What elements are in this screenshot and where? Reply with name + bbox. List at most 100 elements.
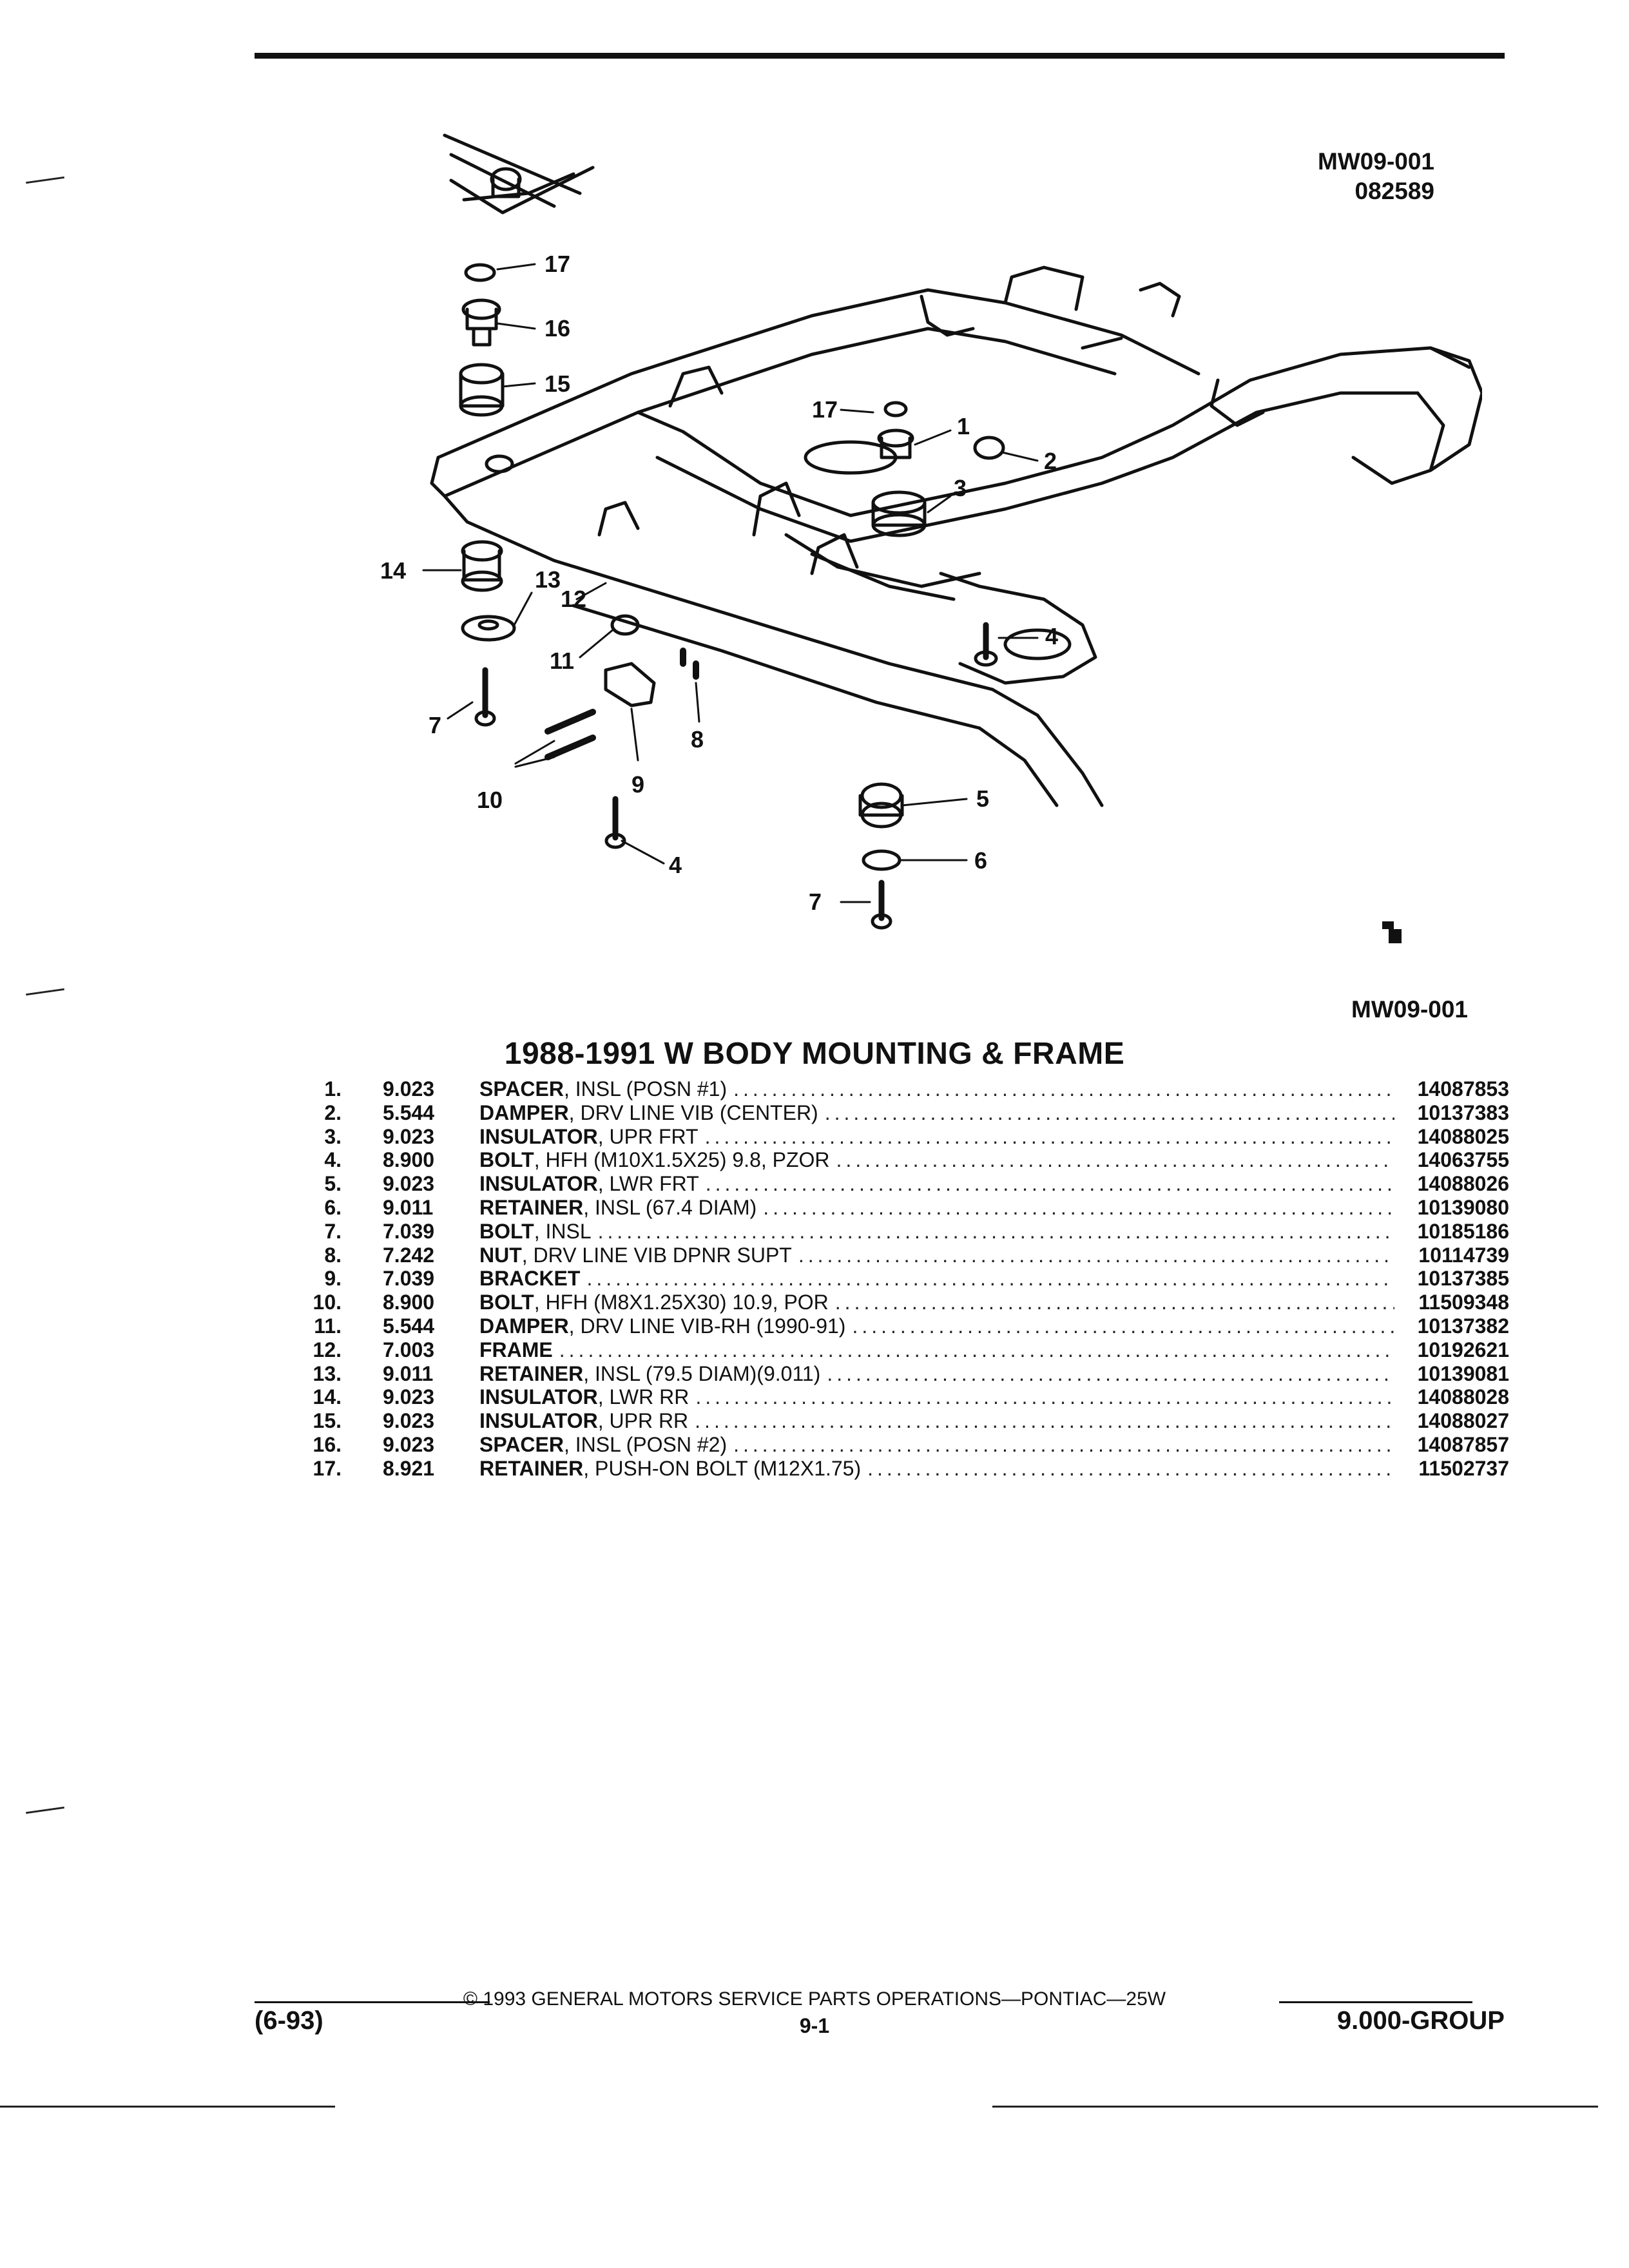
part-name: SPACER	[479, 1077, 564, 1100]
part-name: DAMPER	[479, 1314, 569, 1338]
part-11	[610, 614, 640, 636]
copyright: © 1993 GENERAL MOTORS SERVICE PARTS OPER…	[463, 1988, 1166, 2010]
group-code: 9.011	[383, 1361, 434, 1385]
part-detail: , INSL (POSN #2)	[563, 1432, 728, 1456]
part-description: FRAME...................................…	[479, 1338, 1394, 1362]
part-description: RETAINER, INSL (79.5 DIAM)(9.011).......…	[479, 1362, 1394, 1386]
item-number: 5.	[324, 1172, 342, 1196]
part-number: 14063755	[1417, 1148, 1509, 1172]
item-number: 15.	[313, 1409, 342, 1433]
part-number: 10137383	[1417, 1100, 1509, 1124]
part-number: 11502737	[1418, 1456, 1509, 1480]
part-number: 14088027	[1417, 1409, 1509, 1433]
part-name: INSULATOR	[479, 1409, 598, 1433]
group-code: 8.900	[383, 1291, 435, 1314]
scan-artifact-mark	[26, 176, 64, 184]
group-number: 9.000-GROUP	[1336, 2006, 1505, 2035]
leader-dots: ........................................…	[867, 1456, 1394, 1480]
part-9	[604, 662, 656, 707]
scan-artifact-mark	[26, 988, 64, 996]
part-name: BOLT	[479, 1148, 534, 1172]
part-detail: , DRV LINE VIB (CENTER)	[568, 1100, 818, 1124]
group-code: 5.544	[383, 1100, 435, 1124]
item-number: 17.	[313, 1456, 342, 1480]
leader-dots: ........................................…	[705, 1172, 1394, 1196]
page-title: 1988-1991 W BODY MOUNTING & FRAME	[504, 1037, 1125, 1071]
leader-dots: ........................................…	[586, 1267, 1394, 1291]
part-name: INSULATOR	[479, 1385, 598, 1409]
page-number: 9-1	[799, 2014, 830, 2037]
leader-dots: ........................................…	[798, 1243, 1394, 1267]
group-code: 9.023	[383, 1409, 435, 1433]
item-number: 14.	[313, 1385, 342, 1409]
part-description: INSULATOR, UPR FRT......................…	[479, 1125, 1394, 1149]
part-detail: , DRV LINE VIB-RH (1990-91)	[568, 1314, 846, 1338]
part-2	[973, 436, 1005, 460]
group-code: 7.003	[383, 1338, 435, 1361]
part-number: 14088025	[1417, 1124, 1509, 1148]
part-number: 10137382	[1417, 1314, 1509, 1338]
callout: 17	[545, 251, 570, 277]
part-name: INSULATOR	[479, 1124, 598, 1148]
callout: 12	[561, 586, 586, 612]
callout: 1	[957, 413, 970, 439]
item-number: 6.	[324, 1195, 342, 1219]
item-number: 10.	[313, 1291, 342, 1314]
illustration-code: MW09-001	[1318, 148, 1434, 175]
part-number: 14087853	[1417, 1077, 1509, 1100]
group-code: 9.011	[383, 1195, 434, 1219]
leader-dots: ........................................…	[704, 1124, 1394, 1148]
part-description: BOLT, HFH (M10X1.5X25) 9.8, PZOR........…	[479, 1148, 1394, 1172]
part-description: BRACKET.................................…	[479, 1267, 1394, 1291]
part-detail: , INSL (79.5 DIAM)(9.011)	[583, 1361, 821, 1385]
part-number: 14088028	[1417, 1385, 1509, 1409]
group-code: 8.900	[383, 1148, 435, 1172]
part-description: BOLT, HFH (M8X1.25X30) 10.9, POR........…	[479, 1291, 1394, 1314]
group-code: 7.039	[383, 1267, 435, 1291]
part-name: NUT	[479, 1243, 522, 1267]
leader-dots: ........................................…	[852, 1314, 1394, 1338]
part-6	[862, 849, 901, 871]
date-code: 082589	[1354, 178, 1434, 204]
parts-row: 9. 7.039 BRACKET..........................…	[284, 1267, 1509, 1291]
part-name: SPACER	[479, 1432, 564, 1456]
callout: 4	[669, 852, 682, 878]
exploded-parts-diagram: 17 16 15 17 1 2 3 4 14 13 12 11 7 8 10 9…	[361, 122, 1484, 966]
group-code: 7.039	[383, 1219, 435, 1243]
callout: 13	[535, 566, 561, 593]
part-10	[545, 709, 596, 735]
part-number: 10185186	[1417, 1219, 1509, 1243]
item-number: 9.	[324, 1267, 342, 1291]
part-description: DAMPER, DRV LINE VIB-RH (1990-91).......…	[479, 1314, 1394, 1338]
part-detail: , LWR RR	[597, 1385, 689, 1409]
leader-dots: ........................................…	[597, 1219, 1394, 1243]
part-name: BRACKET	[479, 1267, 581, 1291]
part-description: NUT, DRV LINE VIB DPNR SUPT.............…	[479, 1244, 1394, 1267]
item-number: 4.	[324, 1148, 342, 1172]
part-name: RETAINER	[479, 1361, 584, 1385]
part-detail: , UPR FRT	[597, 1124, 699, 1148]
part-detail: , LWR FRT	[597, 1172, 699, 1196]
item-number: 3.	[324, 1124, 342, 1148]
scan-artifact-line	[0, 2106, 335, 2108]
callout: 16	[545, 315, 570, 341]
group-code: 8.921	[383, 1456, 435, 1480]
part-number: 14088026	[1417, 1172, 1509, 1196]
part-name: FRAME	[479, 1338, 553, 1361]
part-3	[871, 501, 927, 527]
part-name: BOLT	[479, 1291, 534, 1314]
scan-artifact-mark	[26, 1806, 64, 1814]
callout: 2	[1044, 448, 1057, 474]
group-code: 9.023	[383, 1432, 435, 1456]
group-code: 9.023	[383, 1385, 435, 1409]
header-code-block: MW09-001 082589	[1318, 147, 1434, 206]
part-name: RETAINER	[479, 1195, 584, 1219]
leader-dots: ........................................…	[695, 1409, 1394, 1433]
callout: 15	[545, 370, 570, 397]
